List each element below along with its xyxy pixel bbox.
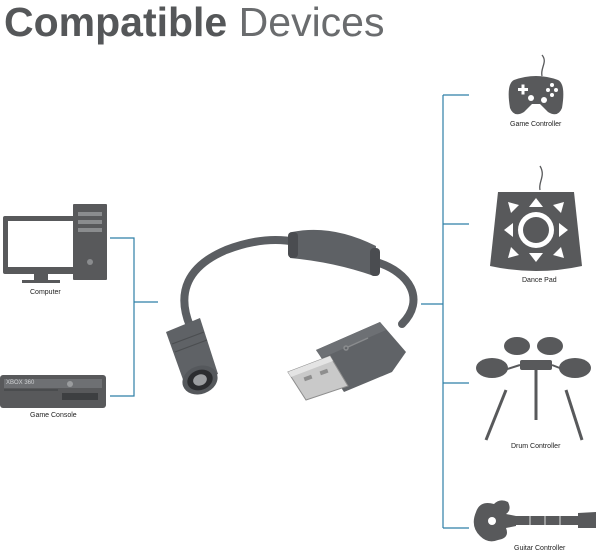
console-brand-text: XBOX 360 bbox=[6, 380, 35, 386]
page-title: Compatible Devices bbox=[4, 0, 384, 50]
title-bold: Compatible bbox=[4, 0, 228, 45]
left-connector-lines bbox=[110, 237, 158, 397]
usb-breakaway-cable bbox=[166, 229, 418, 401]
gamepad-icon bbox=[508, 54, 564, 115]
game-console-label: Game Console bbox=[30, 412, 77, 419]
drum-controller-label: Drum Controller bbox=[511, 443, 561, 450]
game-controller-label: Game Controller bbox=[510, 121, 562, 128]
right-connector-lines bbox=[421, 94, 469, 529]
dance-pad-label: Dance Pad bbox=[522, 277, 557, 284]
guitar-icon bbox=[473, 500, 596, 542]
drum-kit-icon bbox=[476, 337, 591, 441]
desktop-computer-icon bbox=[3, 204, 107, 283]
dance-pad-icon bbox=[490, 165, 582, 271]
computer-label: Computer bbox=[30, 289, 61, 296]
title-light: Devices bbox=[238, 0, 385, 45]
guitar-controller-label: Guitar Controller bbox=[514, 545, 566, 552]
game-console-icon bbox=[0, 375, 106, 408]
